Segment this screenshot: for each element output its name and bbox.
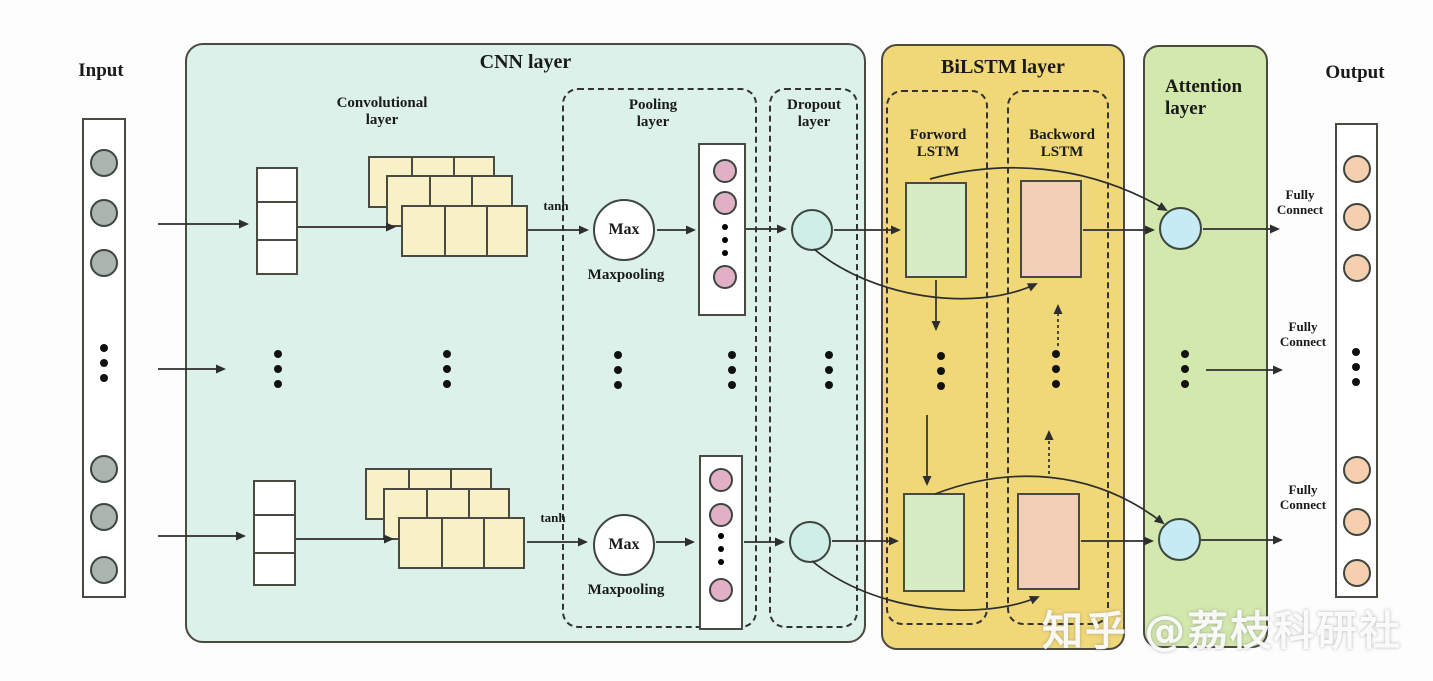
embedding-column: [253, 480, 296, 586]
fully-connect-label: Fully Connect: [1270, 319, 1336, 350]
attention-node: [1159, 207, 1202, 250]
label-line: Connect: [1279, 333, 1327, 349]
label-line: Fully: [1288, 319, 1318, 334]
pooling-layer-box: [562, 88, 757, 628]
cnn-layer-title: CNN layer: [479, 51, 572, 73]
backward-lstm-cell: [1017, 493, 1080, 590]
forward-lstm-box: [886, 90, 988, 625]
label-line: Fully: [1285, 187, 1315, 202]
ellipsis-dots: [937, 352, 945, 397]
ellipsis-dots: [614, 351, 622, 396]
dropout-layer-box: [769, 88, 858, 628]
input-neuron: [90, 455, 118, 483]
maxpooling-label: Maxpooling: [587, 267, 665, 283]
output-neuron: [1343, 508, 1371, 536]
pooled-neuron: [713, 265, 737, 289]
attention-node: [1158, 518, 1201, 561]
max-label: Max: [608, 221, 640, 238]
input-neuron: [90, 199, 118, 227]
label-line: Attention: [1165, 76, 1243, 97]
pooled-neuron: [709, 503, 733, 527]
forward-lstm-cell: [903, 493, 965, 592]
tanh-label: tanh: [543, 198, 569, 213]
ellipsis-dots: [100, 344, 108, 389]
label-line: Forword: [909, 127, 967, 143]
ellipsis-dots: [825, 351, 833, 396]
label-line: LSTM: [1040, 144, 1084, 161]
input-neuron: [90, 149, 118, 177]
ellipsis-dots: [1181, 350, 1189, 395]
label-line: layer: [1165, 97, 1207, 119]
ellipsis-dots: [1052, 350, 1060, 395]
pooling-layer-title: Pooling layer: [603, 97, 703, 132]
pooled-neuron: [713, 159, 737, 183]
backward-lstm-box: [1007, 90, 1109, 625]
max-pooling-circle: [593, 199, 655, 261]
output-neuron: [1343, 203, 1371, 231]
label-line: LSTM: [916, 144, 960, 161]
backward-lstm-title: Backword LSTM: [1012, 127, 1112, 162]
pooled-neuron: [709, 578, 733, 602]
label-line: Dropout: [787, 97, 841, 113]
label-line: Pooling: [628, 97, 678, 113]
output-neuron: [1343, 456, 1371, 484]
feature-map: [398, 517, 525, 569]
tanh-label: tanh: [540, 510, 566, 525]
label-line: layer: [797, 114, 831, 131]
label-line: layer: [636, 114, 670, 131]
bilstm-layer-title: BiLSTM layer: [941, 56, 1065, 78]
input-label: Input: [78, 60, 124, 81]
label-line: Connect: [1279, 496, 1327, 512]
pooled-neuron: [709, 468, 733, 492]
pooled-neuron: [713, 191, 737, 215]
label-line: Fully: [1288, 482, 1318, 497]
forward-lstm-cell: [905, 182, 967, 278]
attention-layer-panel: [1143, 45, 1268, 648]
ellipsis-dots: [443, 350, 451, 395]
ellipsis-dots: [728, 351, 736, 396]
output-neuron: [1343, 559, 1371, 587]
max-pooling-circle: [593, 514, 655, 576]
label-line: layer: [365, 112, 399, 129]
cnn-layer-panel: [185, 43, 866, 643]
max-label: Max: [608, 536, 640, 553]
label-line: Backword: [1029, 127, 1095, 143]
output-label: Output: [1325, 62, 1385, 83]
maxpooling-label: Maxpooling: [587, 582, 665, 598]
label-line: Convolutional: [336, 95, 428, 111]
fully-connect-label: Fully Connect: [1267, 187, 1333, 218]
dropout-layer-title: Dropout layer: [769, 97, 859, 132]
input-neuron: [90, 503, 118, 531]
watermark: 知乎 @荔枝科研社: [1042, 607, 1403, 655]
label-line: Connect: [1276, 201, 1324, 217]
ellipsis-dots: [718, 533, 726, 572]
ellipsis-dots: [1352, 348, 1360, 393]
convolutional-layer-title: Convolutional layer: [327, 95, 437, 130]
input-neuron: [90, 249, 118, 277]
dropout-node: [791, 209, 833, 251]
dropout-node: [789, 521, 831, 563]
ellipsis-dots: [722, 224, 730, 263]
embedding-column: [256, 167, 298, 275]
output-neuron: [1343, 155, 1371, 183]
input-neuron: [90, 556, 118, 584]
ellipsis-dots: [274, 350, 282, 395]
attention-layer-title: Attention layer: [1165, 76, 1265, 120]
feature-map: [401, 205, 528, 257]
fully-connect-label: Fully Connect: [1270, 482, 1336, 513]
output-neuron: [1343, 254, 1371, 282]
backward-lstm-cell: [1020, 180, 1082, 278]
forward-lstm-title: Forword LSTM: [888, 127, 988, 162]
